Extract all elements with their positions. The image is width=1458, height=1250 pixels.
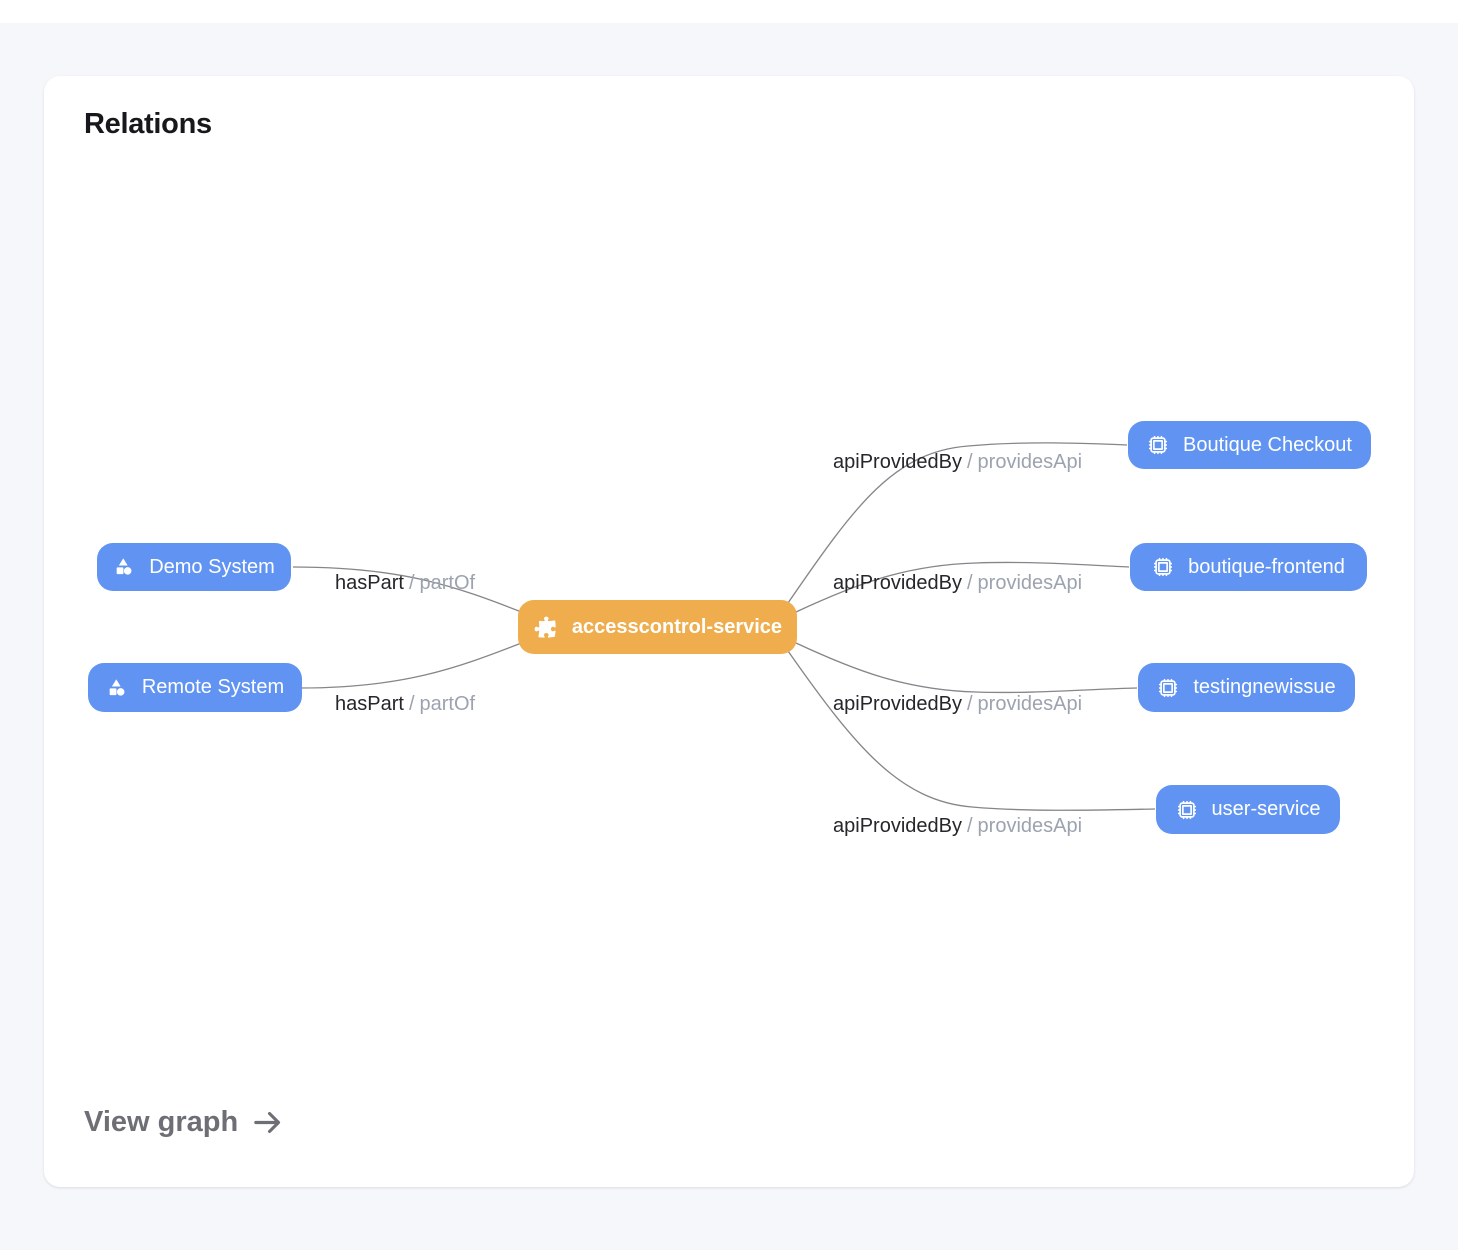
edge-label-primary: hasPart	[335, 693, 404, 715]
node-accesscontrol-service[interactable]: accesscontrol-service	[518, 600, 797, 654]
edge-label-api-testing: apiProvidedBy/providesApi	[833, 692, 1082, 716]
edge-label-primary: apiProvidedBy	[833, 451, 962, 473]
edge-label-separator: /	[966, 451, 973, 473]
node-boutique-frontend[interactable]: boutique-frontend	[1130, 543, 1367, 591]
edge-label-primary: apiProvidedBy	[833, 815, 962, 837]
edge-label-secondary: providesApi	[977, 572, 1083, 594]
edge-label-haspart-demo: hasPart/partOf	[335, 571, 475, 595]
edge-label-primary: apiProvidedBy	[833, 693, 962, 715]
node-label: boutique-frontend	[1188, 555, 1345, 578]
node-testingnewissue[interactable]: testingnewissue	[1138, 663, 1355, 712]
edge-label-separator: /	[966, 693, 973, 715]
node-label: user-service	[1211, 798, 1321, 820]
edge-label-primary: hasPart	[335, 572, 404, 594]
shapes-icon	[106, 677, 128, 699]
edge-label-secondary: providesApi	[977, 693, 1083, 715]
edge-label-primary: apiProvidedBy	[833, 572, 962, 594]
shapes-icon	[113, 556, 135, 578]
edge-label-separator: /	[408, 693, 415, 715]
puzzle-piece-icon	[533, 615, 558, 640]
edge-label-secondary: providesApi	[977, 815, 1083, 837]
node-label: Remote System	[141, 676, 285, 698]
view-graph-link[interactable]: View graph	[84, 1106, 284, 1139]
edge-label-separator: /	[408, 572, 415, 594]
edge-label-api-user: apiProvidedBy/providesApi	[833, 814, 1082, 838]
edge-label-secondary: partOf	[419, 693, 476, 715]
node-label: testingnewissue	[1193, 676, 1336, 698]
node-demo-system[interactable]: Demo System	[97, 543, 291, 591]
node-user-service[interactable]: user-service	[1156, 785, 1340, 834]
arrow-right-icon	[251, 1106, 284, 1139]
node-remote-system[interactable]: Remote System	[88, 663, 302, 712]
edge-label-separator: /	[966, 572, 973, 594]
chip-icon	[1147, 434, 1169, 456]
edge-label-secondary: partOf	[419, 572, 476, 594]
edge-label-api-frontend: apiProvidedBy/providesApi	[833, 571, 1082, 595]
edge-label-haspart-remote: hasPart/partOf	[335, 692, 475, 716]
node-boutique-checkout[interactable]: Boutique Checkout	[1128, 421, 1371, 469]
chip-icon	[1152, 556, 1174, 578]
node-label: accesscontrol-service	[571, 615, 783, 638]
node-label: Demo System	[149, 555, 275, 578]
edge-label-separator: /	[966, 815, 973, 837]
chip-icon	[1176, 799, 1198, 821]
edge-label-secondary: providesApi	[977, 451, 1083, 473]
view-graph-label: View graph	[84, 1106, 239, 1138]
card-title: Relations	[84, 108, 212, 140]
chip-icon	[1157, 677, 1179, 699]
node-label: Boutique Checkout	[1182, 433, 1352, 456]
edge-label-api-checkout: apiProvidedBy/providesApi	[833, 450, 1082, 474]
